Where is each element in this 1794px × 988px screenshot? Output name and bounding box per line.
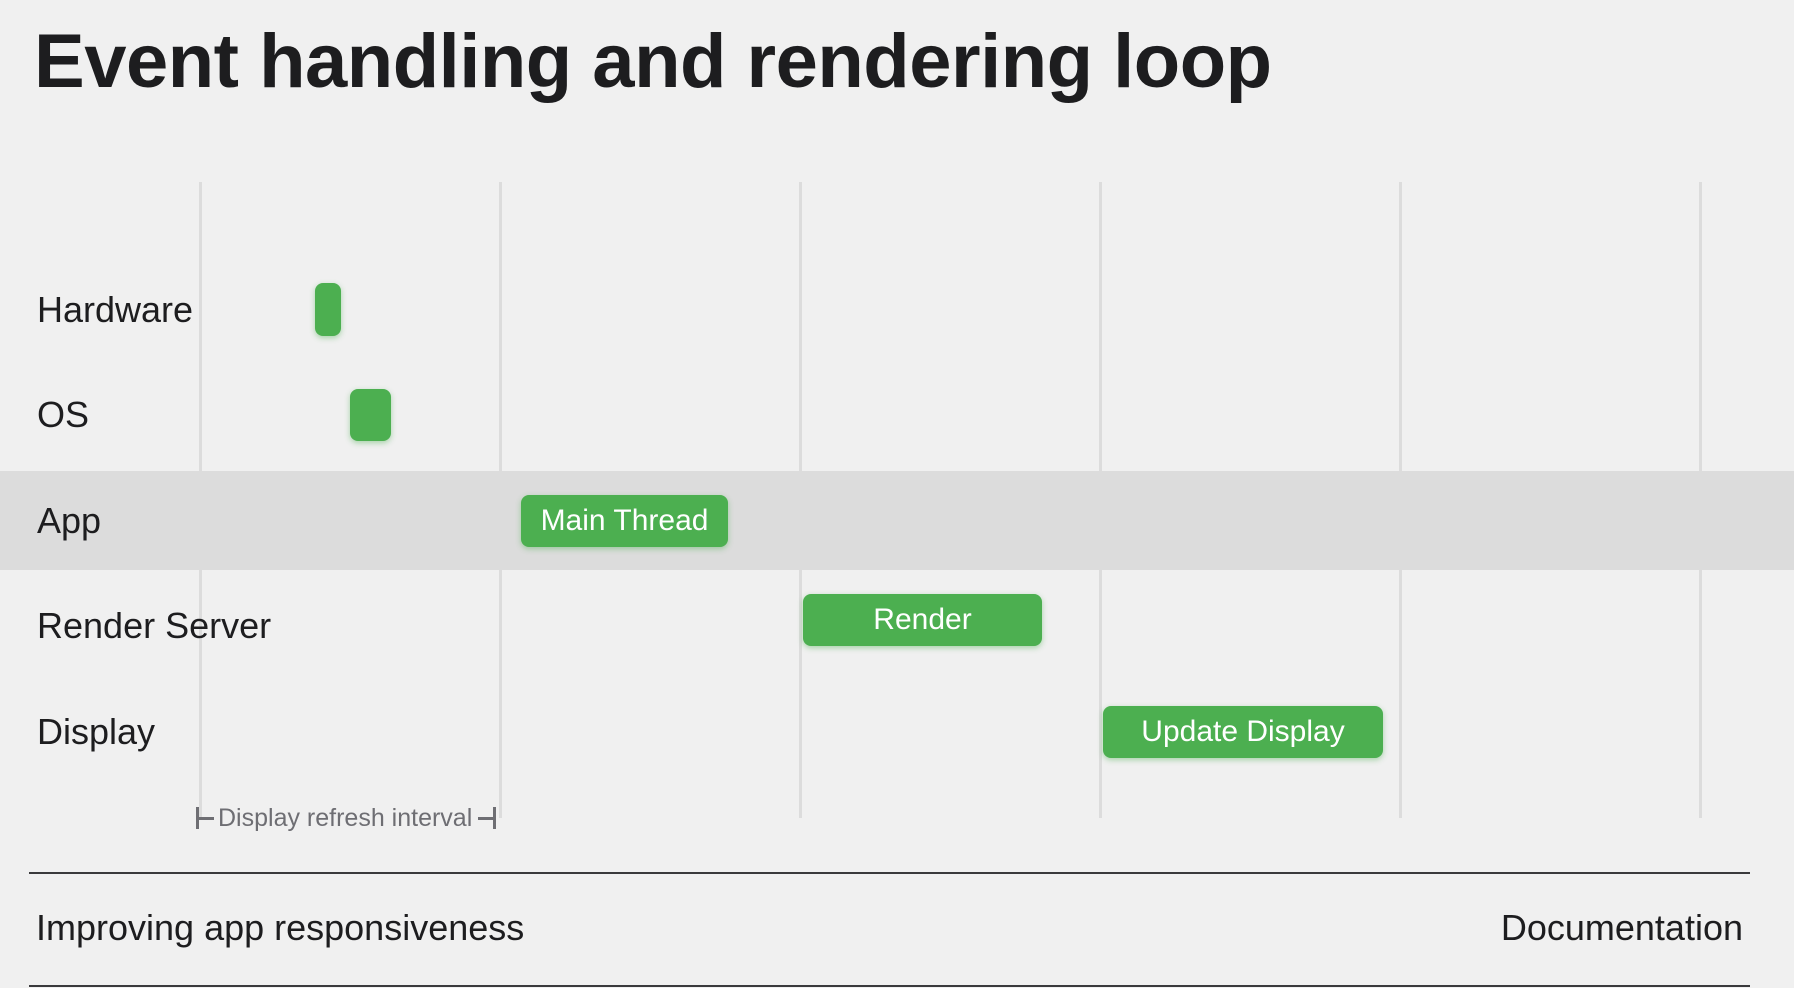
refresh-interval-marker: Display refresh interval — [196, 803, 497, 833]
page-title: Event handling and rendering loop — [34, 19, 1272, 104]
timeline-gridline — [799, 182, 802, 818]
interval-bracket-right-icon — [478, 807, 497, 829]
timeline-gridline — [499, 182, 502, 818]
update-display-block: Update Display — [1103, 706, 1383, 758]
render-block: Render — [803, 594, 1042, 646]
timeline-gridline — [1699, 182, 1702, 818]
timeline-gridline — [1399, 182, 1402, 818]
hardware-event-block — [315, 283, 341, 336]
timeline-gridline — [199, 182, 202, 818]
footer-category: Documentation — [1500, 907, 1743, 948]
app-row-highlight — [0, 471, 1794, 570]
interval-bracket-left-icon — [196, 807, 214, 829]
footer-title: Improving app responsiveness — [36, 907, 525, 948]
row-label-app: App — [37, 500, 102, 541]
footer-divider-bottom — [29, 985, 1750, 987]
main-thread-block: Main Thread — [521, 495, 728, 547]
row-label-os: OS — [37, 394, 90, 435]
os-event-block — [350, 389, 391, 441]
row-label-hardware: Hardware — [37, 289, 194, 330]
footer-divider-top — [29, 872, 1750, 874]
timeline-gridline — [1099, 182, 1102, 818]
row-label-display: Display — [37, 711, 156, 752]
row-label-render-server: Render Server — [37, 605, 272, 646]
refresh-interval-label: Display refresh interval — [218, 803, 473, 832]
